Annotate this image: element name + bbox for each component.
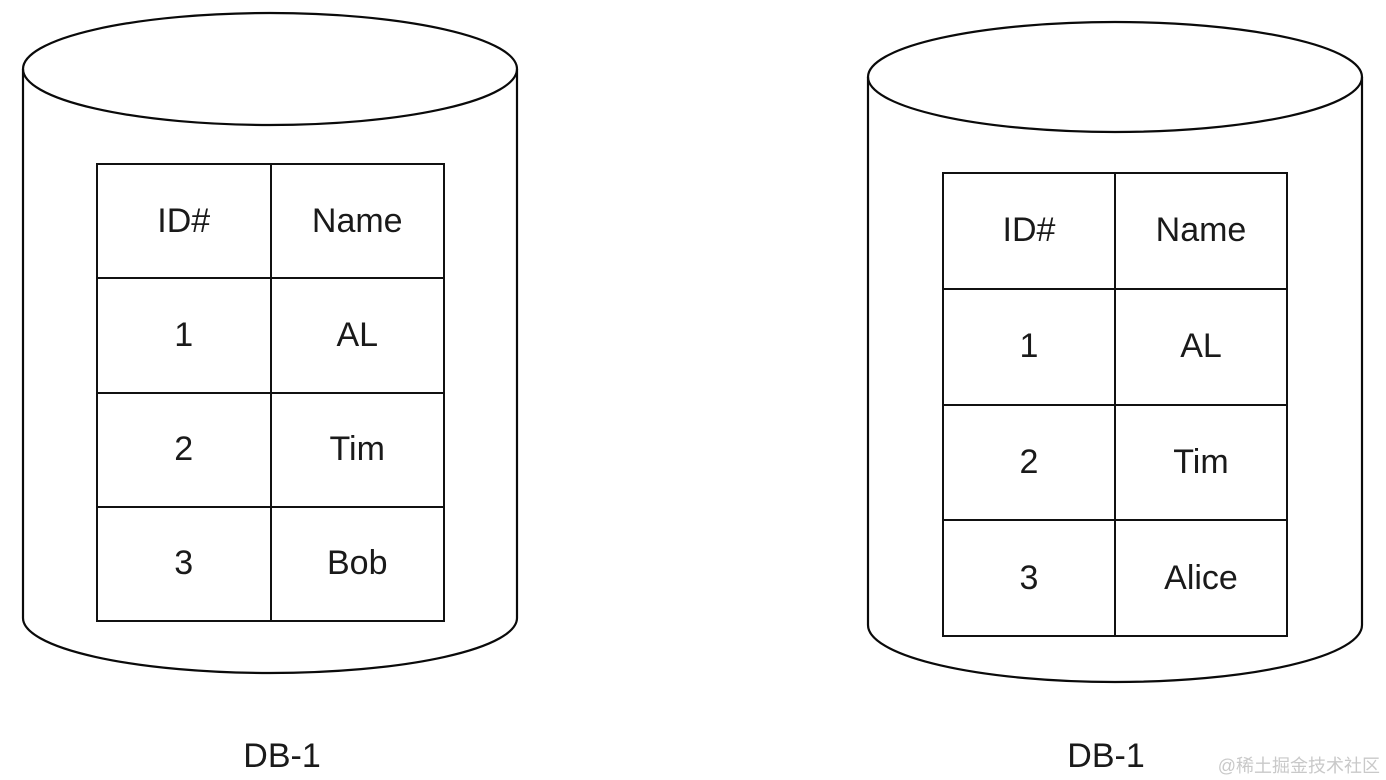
header-cell-name: Name: [1114, 172, 1288, 290]
header-cell-id: ID#: [96, 162, 272, 280]
left-cylinder-top-ellipse: [21, 11, 519, 127]
right-cylinder-body: [866, 77, 1364, 684]
table-cell: AL: [269, 277, 445, 394]
table-cell: 1: [96, 277, 272, 394]
left-db-label: DB-1: [243, 737, 321, 775]
table-cell: 3: [942, 519, 1116, 637]
table-cell: AL: [1114, 287, 1288, 406]
table-cell: 2: [96, 391, 272, 508]
table-row: 3 Bob: [96, 505, 445, 623]
table-cell: Bob: [269, 505, 445, 623]
table-row: 1 AL: [942, 287, 1288, 406]
table-cell: 2: [942, 403, 1116, 522]
watermark: @稀土掘金技术社区: [1217, 756, 1380, 776]
table-cell: Tim: [1114, 403, 1288, 522]
table-cell: 1: [942, 287, 1116, 406]
header-cell-id: ID#: [942, 172, 1116, 290]
table-row: 3 Alice: [942, 519, 1288, 637]
right-cylinder-top-ellipse: [866, 20, 1364, 134]
table-header-row: ID# Name: [96, 162, 445, 280]
header-cell-name: Name: [269, 162, 445, 280]
table-row: 2 Tim: [942, 403, 1288, 522]
left-db-table: ID# Name 1 AL 2 Tim 3 Bob: [96, 162, 445, 623]
right-database-cylinder-icon: [866, 20, 1364, 684]
right-db-table: ID# Name 1 AL 2 Tim 3 Alice: [942, 172, 1288, 637]
table-header-row: ID# Name: [942, 172, 1288, 290]
table-cell: 3: [96, 505, 272, 623]
right-db-label: DB-1: [1067, 737, 1145, 775]
left-cylinder-body: [21, 69, 519, 675]
left-database-cylinder-icon: [21, 11, 519, 675]
table-row: 1 AL: [96, 277, 445, 394]
table-cell: Tim: [269, 391, 445, 508]
table-cell: Alice: [1114, 519, 1288, 637]
table-row: 2 Tim: [96, 391, 445, 508]
